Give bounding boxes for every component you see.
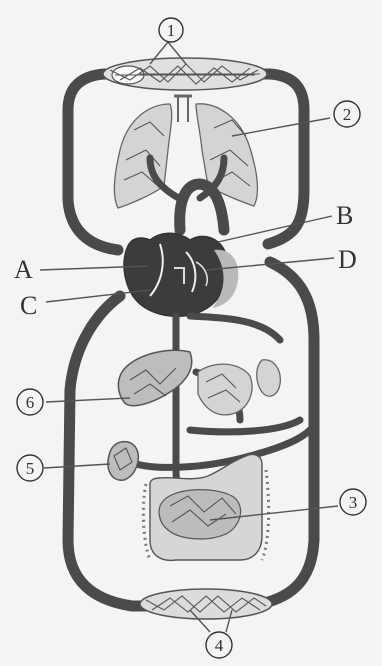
svg-text:4: 4 — [215, 636, 224, 655]
heart-body — [124, 233, 228, 316]
label-6: 6 — [17, 389, 43, 415]
label-4: 4 — [206, 632, 232, 658]
leader-2 — [232, 118, 330, 136]
svg-text:1: 1 — [167, 21, 176, 40]
head-circulation-loop — [68, 74, 304, 250]
organ-6-liver — [118, 350, 280, 415]
svg-text:5: 5 — [26, 459, 35, 478]
label-5: 5 — [17, 455, 43, 481]
svg-text:6: 6 — [26, 393, 35, 412]
svg-text:3: 3 — [349, 493, 358, 512]
label-3: 3 — [340, 489, 366, 515]
kidney-branch — [130, 430, 310, 467]
heart — [124, 233, 238, 316]
lower-inner-branch — [190, 420, 300, 432]
capillary-network-4 — [140, 589, 272, 619]
label-B: B — [336, 201, 353, 230]
organ-5-kidney — [108, 442, 138, 481]
label-1: 1 — [159, 18, 183, 42]
aorta-arch — [180, 184, 224, 230]
label-A: A — [14, 255, 33, 284]
label-C: C — [20, 291, 37, 320]
svg-text:2: 2 — [343, 105, 352, 124]
label-2: 2 — [334, 101, 360, 127]
leader-6 — [46, 398, 130, 402]
leader-5 — [44, 464, 110, 468]
hepatic-vessel — [190, 316, 280, 340]
label-D: D — [338, 245, 357, 274]
left-lung — [114, 104, 171, 208]
